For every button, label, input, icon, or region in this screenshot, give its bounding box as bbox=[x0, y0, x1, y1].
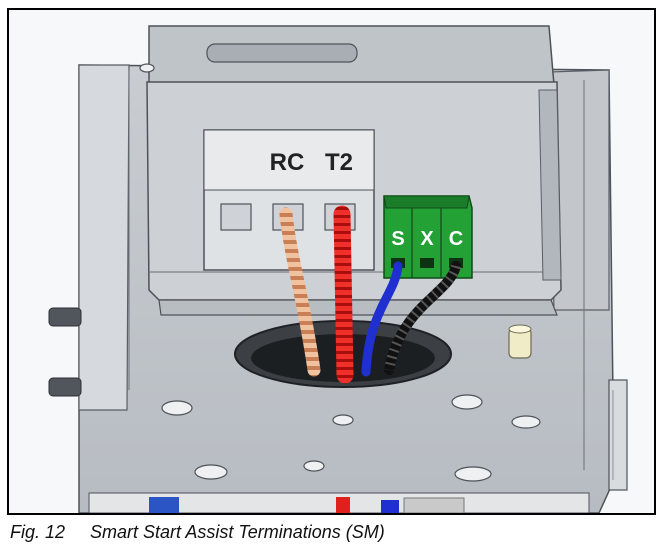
connector-label: X bbox=[420, 228, 434, 250]
rc-wire bbox=[279, 207, 321, 377]
s-wire bbox=[361, 261, 403, 377]
mounting-pin bbox=[48, 307, 82, 397]
mounting-hole bbox=[110, 63, 541, 503]
right-bracket bbox=[608, 379, 628, 491]
figure-caption: Fig. 12 Smart Start Assist Terminations (… bbox=[10, 522, 660, 548]
connector-label: C bbox=[449, 228, 463, 250]
t2-wire bbox=[333, 205, 354, 384]
terminal-label: RC bbox=[270, 149, 305, 176]
figure-frame: RC T2 S X C bbox=[7, 8, 656, 515]
left-flange bbox=[78, 64, 130, 411]
figure-number: Fig. 12 bbox=[10, 522, 66, 542]
housing-slot bbox=[206, 43, 358, 63]
connector-label: S bbox=[391, 228, 404, 250]
figure-title: Smart Start Assist Terminations (SM) bbox=[90, 522, 385, 542]
termination-illustration: RC T2 S X C bbox=[9, 10, 654, 513]
standoff bbox=[508, 324, 532, 359]
terminal-label: T2 bbox=[325, 149, 353, 176]
